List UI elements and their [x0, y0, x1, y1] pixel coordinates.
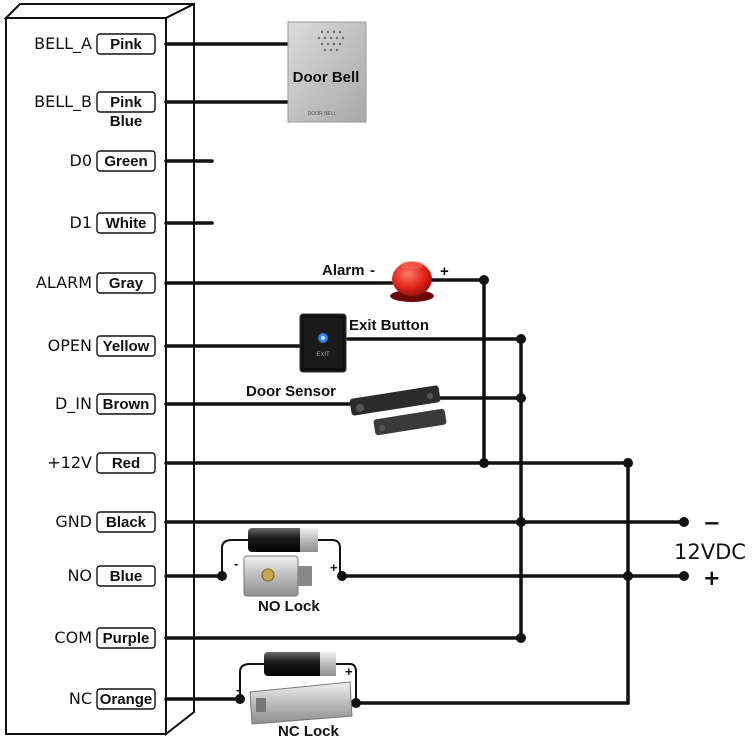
terminal-label: D1: [70, 213, 93, 232]
terminal-12v: +12V Red: [47, 452, 156, 474]
wire-color-box: [96, 688, 156, 710]
power-minus-sign: −: [703, 511, 721, 535]
exit-button: EXIT: [299, 313, 347, 373]
wires: [164, 42, 686, 705]
wire-color-box: [96, 33, 156, 55]
power-plus-sign: +: [703, 566, 721, 590]
door-sensor-label: Door Sensor: [246, 383, 336, 400]
terminal-bell-a: BELL_A Pink: [34, 33, 156, 55]
wire-color-box: [96, 393, 156, 415]
terminal-label: OPEN: [48, 336, 92, 355]
terminal-label: D_IN: [55, 394, 92, 414]
terminal-label: +12V: [47, 453, 92, 472]
alarm-minus-sign: -: [370, 262, 375, 279]
terminal-label: BELL_B: [34, 92, 92, 112]
terminal-label: NC: [69, 689, 92, 708]
terminal-label: BELL_A: [34, 34, 92, 54]
alarm-plus-sign: +: [440, 263, 449, 280]
wire-color-box: [96, 627, 156, 649]
wire-color-box: [96, 272, 156, 294]
door-bell-label: Door Bell: [293, 69, 360, 86]
svg-text:+: +: [345, 664, 353, 679]
nc-lock-label: NC Lock: [278, 723, 340, 738]
terminal-d0: D0 Green: [70, 150, 156, 172]
power-label: 12VDC: [674, 540, 746, 564]
svg-text:-: -: [234, 556, 238, 571]
alarm-siren: [390, 261, 434, 302]
terminal-gnd: GND Black: [55, 511, 156, 533]
wire-color-label-secondary: Blue: [110, 113, 143, 130]
door-sensor: [349, 385, 447, 436]
exit-button-face-label: EXIT: [316, 352, 330, 358]
door-bell: Door Bell DOOR BELL: [287, 21, 367, 123]
wire-color-box: [96, 91, 156, 113]
wire-color-label: Black: [106, 514, 147, 531]
alarm-label: Alarm: [322, 262, 365, 279]
wire-color-label: Pink: [110, 36, 142, 53]
wire-color-box: [96, 212, 156, 234]
wire-color-label: Blue: [110, 568, 143, 585]
wire-color-box: [96, 565, 156, 587]
wire-color-box: [96, 511, 156, 533]
wire-color-label: Pink: [110, 94, 142, 111]
wire-color-label: Purple: [103, 630, 150, 647]
terminal-label: D0: [70, 151, 93, 170]
door-bell-model-text: DOOR BELL: [308, 111, 337, 117]
wire-color-box: [96, 150, 156, 172]
lock-leads: [221, 539, 357, 703]
terminal-label: NO: [67, 566, 92, 585]
terminal-alarm: ALARM Gray: [36, 272, 156, 294]
no-lock-label: NO Lock: [258, 598, 320, 615]
terminal-no: NO Blue: [67, 565, 156, 587]
wire-color-label: Red: [112, 455, 140, 472]
terminal-com: COM Purple: [54, 627, 156, 649]
terminal-open: OPEN Yellow: [48, 335, 156, 357]
exit-button-label: Exit Button: [349, 317, 429, 334]
wire-color-box: [96, 452, 156, 474]
wire-color-label: Brown: [103, 396, 150, 413]
no-lock: - +: [234, 528, 338, 597]
svg-text:-: -: [236, 682, 240, 697]
wire-color-label: Gray: [109, 275, 144, 292]
wire-color-label: Green: [104, 153, 147, 170]
terminal-label: GND: [55, 512, 92, 531]
terminal-d1: D1 White: [70, 212, 156, 234]
terminal-label: COM: [54, 628, 92, 647]
wire-color-label: Yellow: [103, 338, 150, 355]
terminal-nc: NC Orange: [69, 688, 156, 710]
controller-box: [3, 2, 195, 737]
junction-dots: [217, 275, 689, 708]
nc-lock: - +: [236, 652, 353, 725]
terminal-label: ALARM: [36, 273, 92, 292]
wire-color-box: [96, 335, 156, 357]
wire-color-label: Orange: [100, 691, 153, 708]
svg-text:+: +: [330, 560, 338, 575]
terminal-d-in: D_IN Brown: [55, 393, 156, 415]
wire-color-label: White: [106, 215, 147, 232]
